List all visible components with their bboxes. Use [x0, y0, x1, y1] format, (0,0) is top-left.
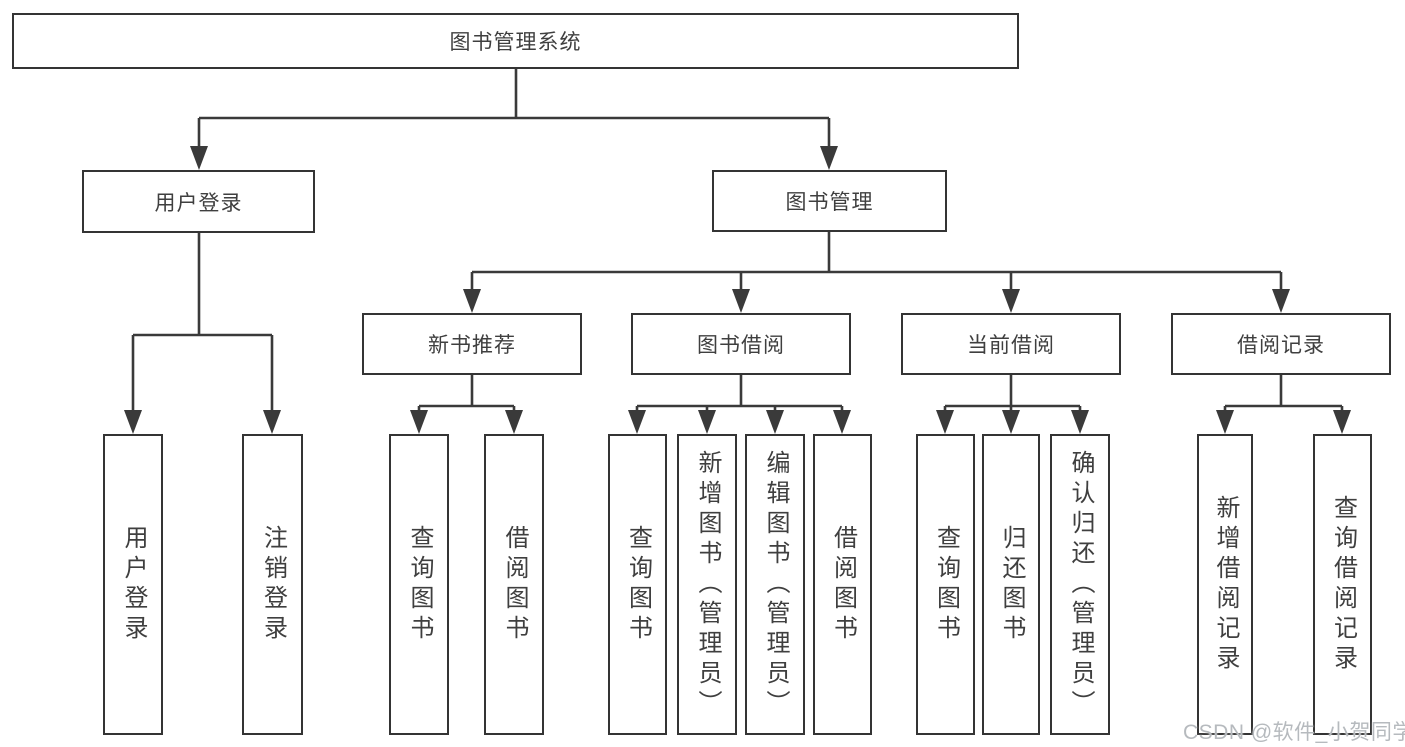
- leaf-add-borrow-record: 新增借阅记录: [1197, 434, 1253, 735]
- node-book-borrowing: 图书借阅: [631, 313, 851, 375]
- leaf-logout: 注销登录: [242, 434, 303, 735]
- node-book-management: 图书管理: [712, 170, 947, 232]
- connector-book-mgmt-to-level3: [463, 232, 1290, 313]
- leaf-user-login: 用户登录: [103, 434, 163, 735]
- connector-book-borrow-to-children: [628, 375, 851, 434]
- node-user-login: 用户登录: [82, 170, 315, 233]
- node-current-borrowing: 当前借阅: [901, 313, 1121, 375]
- connector-new-book-to-children: [410, 375, 523, 434]
- leaf-query-books: 查询图书: [389, 434, 449, 735]
- node-library-management-system: 图书管理系统: [12, 13, 1019, 69]
- connector-root-to-level2: [190, 69, 838, 170]
- node-borrowing-records: 借阅记录: [1171, 313, 1391, 375]
- leaf-confirm-return-admin: 确认归还（管理员）: [1050, 434, 1110, 735]
- leaf-query-borrow-record: 查询借阅记录: [1313, 434, 1372, 735]
- csdn-watermark: CSDN @软件_小贺同学: [1183, 721, 1405, 744]
- connector-borrow-records-to-children: [1216, 375, 1351, 434]
- connector-current-borrow-to-children: [936, 375, 1089, 434]
- leaf-return-books: 归还图书: [982, 434, 1040, 735]
- leaf-borrow-books: 借阅图书: [484, 434, 544, 735]
- leaf-query-books: 查询图书: [608, 434, 667, 735]
- node-new-book-recommendation: 新书推荐: [362, 313, 582, 375]
- leaf-borrow-books: 借阅图书: [813, 434, 872, 735]
- leaf-edit-books-admin: 编辑图书（管理员）: [745, 434, 805, 735]
- leaf-query-books: 查询图书: [916, 434, 975, 735]
- leaf-add-books-admin: 新增图书（管理员）: [677, 434, 737, 735]
- connector-user-login-to-children: [124, 233, 281, 434]
